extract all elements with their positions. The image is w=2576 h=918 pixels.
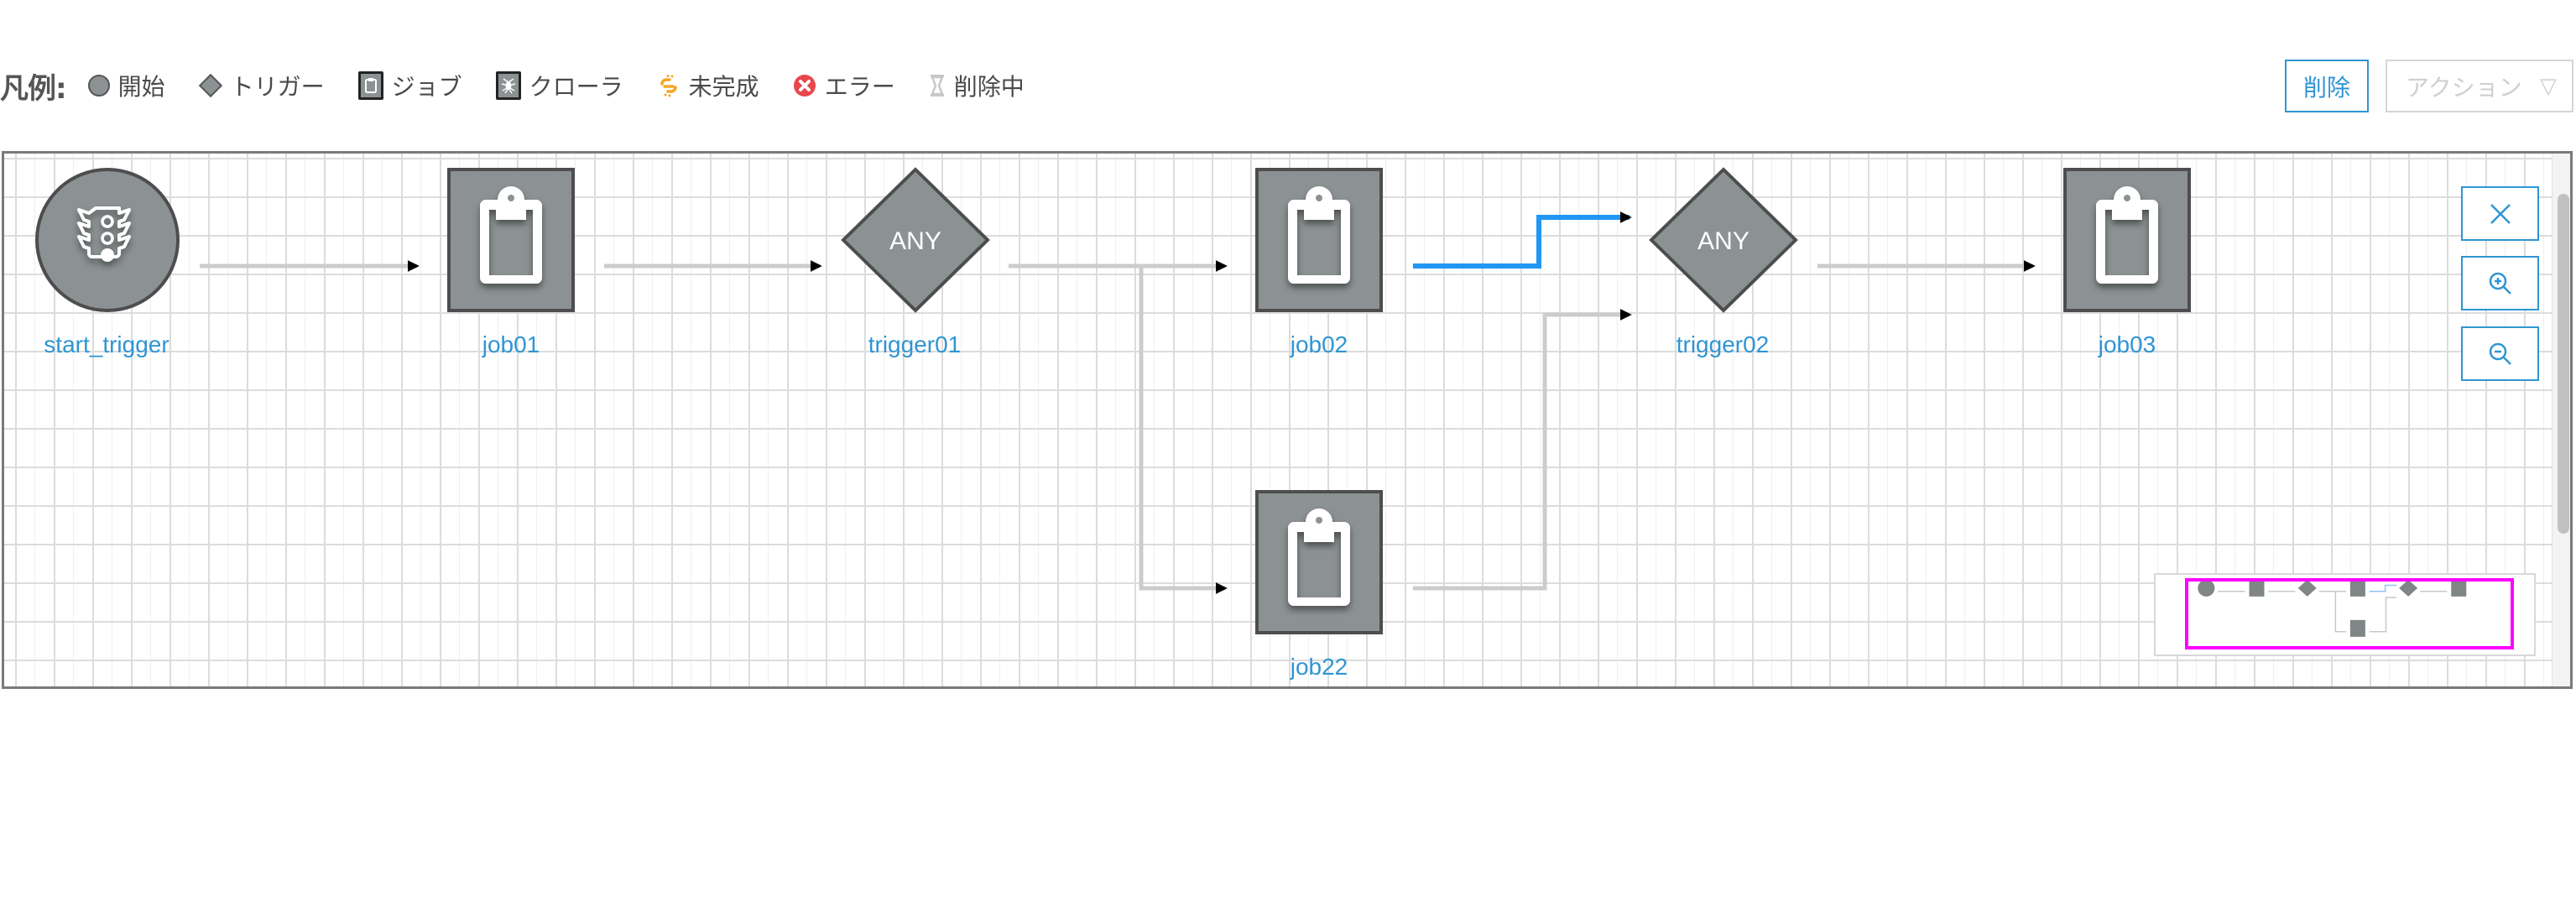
node-label-start-trigger[interactable]: start_trigger: [44, 331, 169, 357]
legend-item-incomplete: 未完成: [657, 69, 759, 102]
action-dropdown-label: アクション: [2406, 73, 2522, 102]
legend-item-error: エラー: [793, 69, 895, 102]
node-start_trigger[interactable]: [35, 168, 180, 312]
node-job22[interactable]: [1255, 490, 1383, 634]
delete-button[interactable]: 削除: [2285, 60, 2369, 112]
minimap-node-job22: [2349, 619, 2365, 637]
circle-icon: [87, 75, 110, 96]
legend-label: エラー: [824, 73, 895, 101]
traffic-light-icon: [77, 206, 131, 262]
zoom-out-button[interactable]: [2461, 326, 2539, 381]
legend-label: 削除中: [953, 73, 1025, 101]
minimap-node-job03: [2451, 579, 2467, 597]
legend-item-trigger: トリガー: [198, 69, 325, 102]
vertical-scrollbar[interactable]: [2552, 154, 2570, 686]
error-x-icon: [793, 74, 816, 97]
diamond-icon: [198, 73, 222, 98]
minimap-graph: [2185, 578, 2514, 649]
node-label-trigger02[interactable]: trigger02: [1676, 331, 1770, 357]
workflow-canvas[interactable]: ANY ANY start_trigger job01 trigger01 job…: [2, 151, 2573, 689]
minimap-node-job02: [2349, 579, 2365, 597]
trigger-condition: ANY: [1697, 227, 1749, 255]
scrollbar-thumb[interactable]: [2558, 194, 2569, 534]
legend-label: 未完成: [688, 73, 759, 101]
edge-job02-to-trigger02[interactable]: [1413, 211, 1632, 269]
legend-item-deleting: 削除中: [929, 69, 1025, 102]
minimap-viewport: [2185, 578, 2514, 649]
trigger-condition: ANY: [889, 227, 941, 255]
minimap-edge: [2369, 597, 2397, 633]
edge-job22-to-trigger02[interactable]: [1413, 309, 1632, 591]
action-dropdown[interactable]: アクション ▽: [2386, 60, 2573, 112]
legend-label: クローラ: [529, 73, 623, 101]
node-label-job22[interactable]: job22: [1290, 654, 1348, 680]
zoom-in-icon: [2489, 272, 2511, 295]
workflow-graph: ANY ANY: [35, 167, 2191, 634]
close-icon: [2490, 203, 2511, 224]
legend-item-job: ジョブ: [357, 69, 462, 102]
minimap-node-trigger02: [2399, 579, 2418, 597]
legend: 凡例: 開始 トリガー ジョブ クローラ 未完成 エラー: [0, 59, 1058, 112]
chevron-down-icon: ▽: [2540, 73, 2557, 99]
legend-title: 凡例:: [0, 71, 67, 106]
reset-view-button[interactable]: [2461, 186, 2539, 241]
node-label-job03[interactable]: job03: [2098, 331, 2156, 357]
minimap[interactable]: [2154, 573, 2536, 656]
node-job03[interactable]: [2063, 168, 2191, 312]
minimap-node-start_trigger: [2198, 579, 2215, 597]
node-label-job02[interactable]: job02: [1290, 331, 1348, 357]
node-label-trigger01[interactable]: trigger01: [868, 331, 962, 357]
node-label-job01[interactable]: job01: [482, 331, 540, 357]
minimap-node-job01: [2249, 579, 2265, 597]
legend-item-crawler: クローラ: [495, 69, 623, 102]
clipboard-icon: [357, 71, 383, 100]
zoom-out-icon: [2489, 342, 2511, 365]
minimap-edge: [2334, 591, 2346, 633]
node-trigger01[interactable]: ANY: [841, 167, 990, 313]
legend-label: トリガー: [230, 73, 325, 101]
legend-item-start: 開始: [87, 69, 165, 102]
minimap-edge: [2369, 584, 2397, 592]
legend-label: ジョブ: [391, 73, 462, 101]
broken-link-icon: [657, 74, 681, 97]
node-job01[interactable]: [447, 168, 575, 312]
zoom-in-button[interactable]: [2461, 256, 2539, 310]
edge-trigger01-to-job22[interactable]: [1139, 266, 1228, 594]
spider-icon: [495, 71, 521, 100]
node-job02[interactable]: [1255, 168, 1383, 312]
legend-label: 開始: [117, 73, 165, 101]
minimap-node-trigger01: [2297, 579, 2317, 597]
hourglass-icon: [929, 74, 946, 97]
node-trigger02[interactable]: ANY: [1649, 167, 1798, 313]
